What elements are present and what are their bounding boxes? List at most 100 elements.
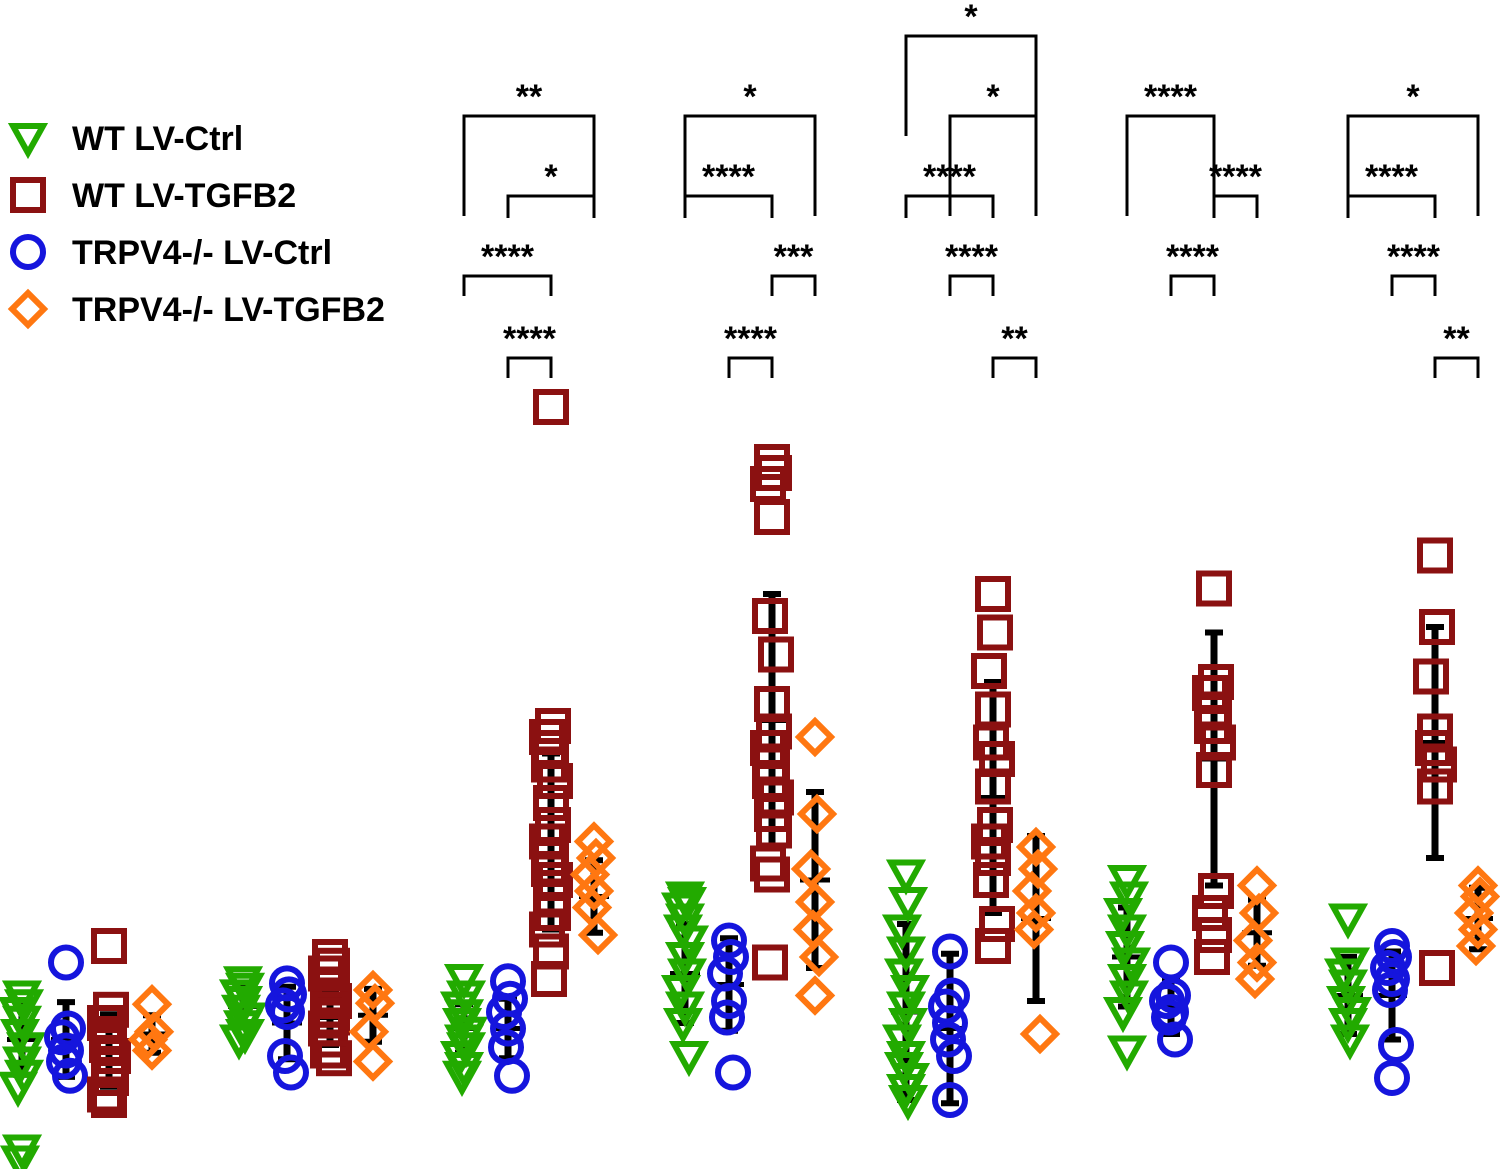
bracket-p3-4 bbox=[506, 356, 553, 378]
significance-label-p5-4: **** bbox=[945, 238, 999, 276]
bracket-p5-5 bbox=[991, 356, 1038, 378]
significance-label-p4-1: * bbox=[743, 78, 757, 116]
data-point-p5-3-5 bbox=[930, 1021, 966, 1058]
data-point-p6-2-8 bbox=[1198, 873, 1234, 909]
bracket-p4-4 bbox=[727, 356, 774, 378]
data-point-p7-4-5 bbox=[1455, 925, 1497, 967]
data-point-p7-3-6 bbox=[1378, 1027, 1414, 1063]
data-point-p4-1-12 bbox=[668, 1041, 710, 1078]
data-point-p4-4-6 bbox=[798, 936, 840, 978]
legend-label-3: TRPV4-/- LV-Ctrl bbox=[72, 234, 332, 272]
data-point-p1-2-6 bbox=[95, 1038, 131, 1074]
significance-label-p3-2: * bbox=[544, 158, 558, 196]
data-point-p5-1-2 bbox=[887, 887, 929, 924]
data-point-p7-3-7 bbox=[1374, 1060, 1410, 1096]
data-point-p1-4-3 bbox=[127, 1019, 169, 1060]
data-point-p3-3-4 bbox=[490, 1010, 526, 1047]
legend-label-1: WT LV-Ctrl bbox=[72, 120, 243, 158]
data-point-p6-3-6 bbox=[1157, 1021, 1193, 1058]
data-point-p6-1-9 bbox=[1102, 997, 1144, 1034]
data-point-p6-3-5 bbox=[1151, 999, 1187, 1036]
significance-label-p3-4: **** bbox=[503, 320, 557, 358]
data-point-p4-2-6 bbox=[758, 636, 794, 673]
significance-label-p5-2: * bbox=[986, 78, 1000, 116]
data-point-p7-3-5 bbox=[1372, 972, 1408, 1008]
data-point-p6-4-5 bbox=[1234, 958, 1276, 1000]
data-point-p4-1-11 bbox=[662, 1008, 704, 1045]
data-point-p4-3-1 bbox=[711, 922, 747, 959]
data-point-p7-1-8 bbox=[1329, 1024, 1371, 1061]
significance-label-p3-3: **** bbox=[481, 238, 535, 276]
bracket-p5-3 bbox=[904, 194, 995, 218]
data-point-p5-1-3 bbox=[881, 914, 923, 951]
data-point-p5-1-14 bbox=[887, 1085, 929, 1122]
data-point-p6-1-10 bbox=[1106, 1035, 1148, 1072]
data-point-p3-2-1 bbox=[533, 389, 569, 425]
data-point-p4-3-4 bbox=[711, 983, 747, 1019]
significance-label-p7-1: * bbox=[1406, 78, 1420, 116]
data-point-p7-2-7 bbox=[1417, 768, 1453, 805]
legend-marker-1 bbox=[7, 123, 49, 160]
data-point-p4-2-2 bbox=[756, 455, 792, 491]
significance-label-p4-2: **** bbox=[702, 158, 756, 196]
data-point-p1-2-9 bbox=[87, 1076, 123, 1113]
data-point-p3-2-2 bbox=[535, 708, 571, 744]
data-point-p4-2-17 bbox=[752, 944, 788, 981]
data-point-p5-2-7 bbox=[975, 768, 1011, 805]
data-point-p7-2-1 bbox=[1417, 537, 1453, 574]
data-point-p5-2-3 bbox=[971, 653, 1007, 689]
data-point-p6-4-4 bbox=[1236, 942, 1278, 983]
data-point-p5-3-7 bbox=[932, 1082, 968, 1118]
significance-label-p5-1: * bbox=[964, 0, 978, 36]
bracket-p7-1 bbox=[1346, 114, 1480, 216]
significance-label-p6-3: **** bbox=[1166, 238, 1220, 276]
bracket-p7-4 bbox=[1433, 356, 1480, 378]
data-point-p3-2-6 bbox=[537, 763, 573, 799]
data-point-p3-2-7 bbox=[533, 785, 569, 821]
bracket-p5-1 bbox=[904, 34, 1038, 136]
data-point-p7-2-8 bbox=[1419, 950, 1455, 986]
data-point-p3-3-3 bbox=[486, 994, 522, 1030]
significance-label-p4-3: *** bbox=[774, 238, 814, 276]
data-point-p4-2-15 bbox=[750, 845, 786, 882]
data-point-p5-2-13 bbox=[975, 928, 1011, 964]
bracket-p3-2 bbox=[506, 194, 596, 218]
data-point-p2-4-1 bbox=[352, 969, 394, 1011]
data-point-p5-2-10 bbox=[975, 840, 1011, 876]
significance-label-p5-3: **** bbox=[923, 158, 977, 196]
data-point-p1-1-9 bbox=[0, 1071, 39, 1108]
data-point-p4-2-4 bbox=[754, 499, 790, 535]
data-point-p4-2-5 bbox=[752, 598, 788, 634]
significance-label-p6-2: **** bbox=[1209, 158, 1263, 196]
data-point-p6-3-1 bbox=[1153, 944, 1189, 981]
data-point-p6-2-7 bbox=[1196, 752, 1232, 788]
data-point-p1-1-11 bbox=[0, 1145, 41, 1169]
data-point-p5-4-6 bbox=[1019, 1013, 1061, 1055]
legend-label-2: WT LV-TGFB2 bbox=[72, 177, 296, 215]
data-point-p5-2-1 bbox=[975, 576, 1011, 612]
significance-label-p7-4: ** bbox=[1443, 320, 1470, 358]
bracket-p6-2 bbox=[1212, 194, 1259, 218]
bracket-p3-3 bbox=[462, 274, 553, 296]
data-point-p3-2-17 bbox=[531, 961, 567, 997]
data-point-p4-4-7 bbox=[794, 975, 836, 1016]
significance-label-p3-1: ** bbox=[516, 78, 543, 116]
legend-marker-2 bbox=[10, 177, 46, 213]
data-point-p5-1-4 bbox=[885, 936, 927, 973]
legend-label-4: TRPV4-/- LV-TGFB2 bbox=[72, 291, 385, 329]
data-point-p2-2-11 bbox=[310, 1032, 346, 1069]
data-point-p4-4-2 bbox=[796, 793, 838, 835]
data-point-p6-3-2 bbox=[1155, 977, 1191, 1014]
data-point-p3-3-6 bbox=[494, 1057, 530, 1094]
data-point-p1-2-1 bbox=[91, 928, 127, 964]
bracket-p7-2 bbox=[1346, 194, 1437, 218]
data-point-p5-1-1 bbox=[885, 859, 927, 896]
data-points bbox=[0, 389, 1500, 1169]
data-point-p5-3-3 bbox=[928, 988, 964, 1025]
data-point-p1-2-10 bbox=[91, 1082, 127, 1118]
data-point-p4-4-3 bbox=[790, 848, 832, 890]
data-point-p2-2-12 bbox=[316, 1040, 352, 1077]
significance-label-p5-5: ** bbox=[1001, 320, 1028, 358]
data-point-p2-3-5 bbox=[267, 1038, 303, 1074]
